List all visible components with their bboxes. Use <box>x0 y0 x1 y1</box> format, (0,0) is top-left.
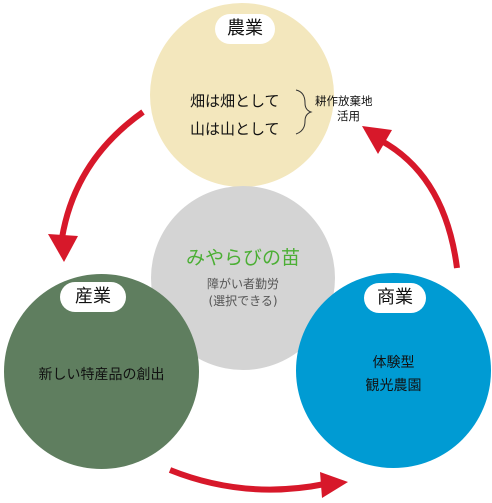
agriculture-side-line-1: 耕作放棄地 <box>315 94 373 108</box>
center-title: みやらびの苗 <box>185 247 300 269</box>
industry-line-1: 新しい特産品の創出 <box>38 367 165 383</box>
agriculture-line-1: 畑は畑として <box>190 92 280 110</box>
arrow-right-to-top <box>378 137 460 269</box>
arrowhead-left <box>48 234 78 262</box>
brace <box>295 89 313 135</box>
commerce-line-2: 観光農園 <box>365 378 422 394</box>
agriculture-label: 農業 <box>215 14 275 44</box>
center-subtitle-1: 障がい者勤労 <box>206 277 279 291</box>
agriculture-line-2: 山は山として <box>190 120 280 138</box>
arrowhead-bottom <box>320 472 348 498</box>
arrowhead-top <box>362 126 392 154</box>
commerce-label: 商業 <box>364 283 426 313</box>
center-subtitle-2: (選択できる) <box>208 294 278 308</box>
arrow-top-to-left <box>59 109 145 239</box>
agriculture-side-line-2: 活用 <box>337 109 360 123</box>
arrow-left-to-right <box>168 467 326 493</box>
industry-label: 産業 <box>60 282 126 312</box>
commerce-line-1: 体験型 <box>372 355 415 371</box>
